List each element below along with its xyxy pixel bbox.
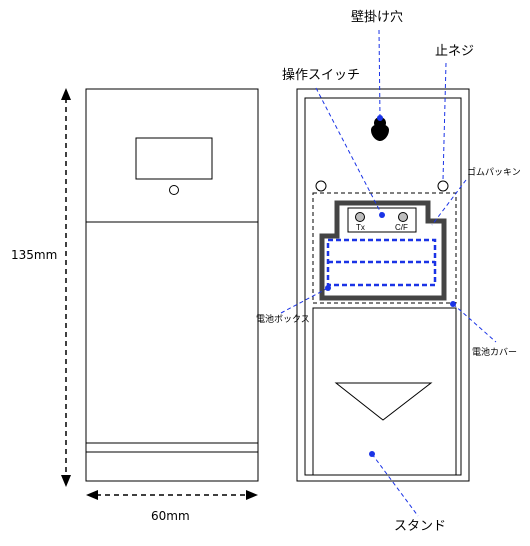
stop-screw-label: 止ネジ: [435, 44, 474, 59]
battery-box-label: 電池ボックス: [256, 313, 310, 325]
front-button: [169, 185, 179, 195]
front-view: [85, 88, 259, 482]
wall-hook-hole-label: 壁掛け穴: [351, 10, 403, 25]
display-window: [135, 137, 213, 180]
callouts: 壁掛け穴 止ネジ 操作スイッチ ゴムパッキン 電池ボックス 電池カバー スタンド: [256, 10, 521, 534]
stand-triangle: [334, 382, 433, 421]
cf-button: [398, 212, 408, 222]
battery-cover-outline: [312, 192, 457, 304]
tx-button-label: Tx: [356, 223, 365, 232]
back-outer-body: [296, 88, 470, 482]
cf-button-label: C/F: [395, 223, 408, 232]
wall-hook-hole-shape: [371, 117, 389, 141]
width-label: 60mm: [151, 509, 190, 523]
rubber-packing-label: ゴムパッキン: [467, 166, 521, 178]
stand-panel: [312, 307, 457, 476]
back-view: Tx C/F: [296, 88, 470, 482]
width-dimension: 60mm: [86, 490, 258, 523]
screw-hole-left: [315, 180, 327, 192]
operation-switch-label: 操作スイッチ: [282, 67, 360, 83]
height-label: 135mm: [11, 248, 57, 262]
height-dimension: 135mm: [11, 88, 71, 487]
rubber-packing-shape: [319, 200, 447, 301]
battery-cover-label: 電池カバー: [472, 346, 517, 358]
front-body: [85, 88, 259, 482]
screw-hole-right: [437, 180, 449, 192]
stand-label: スタンド: [394, 519, 446, 534]
tx-button: [355, 212, 365, 222]
